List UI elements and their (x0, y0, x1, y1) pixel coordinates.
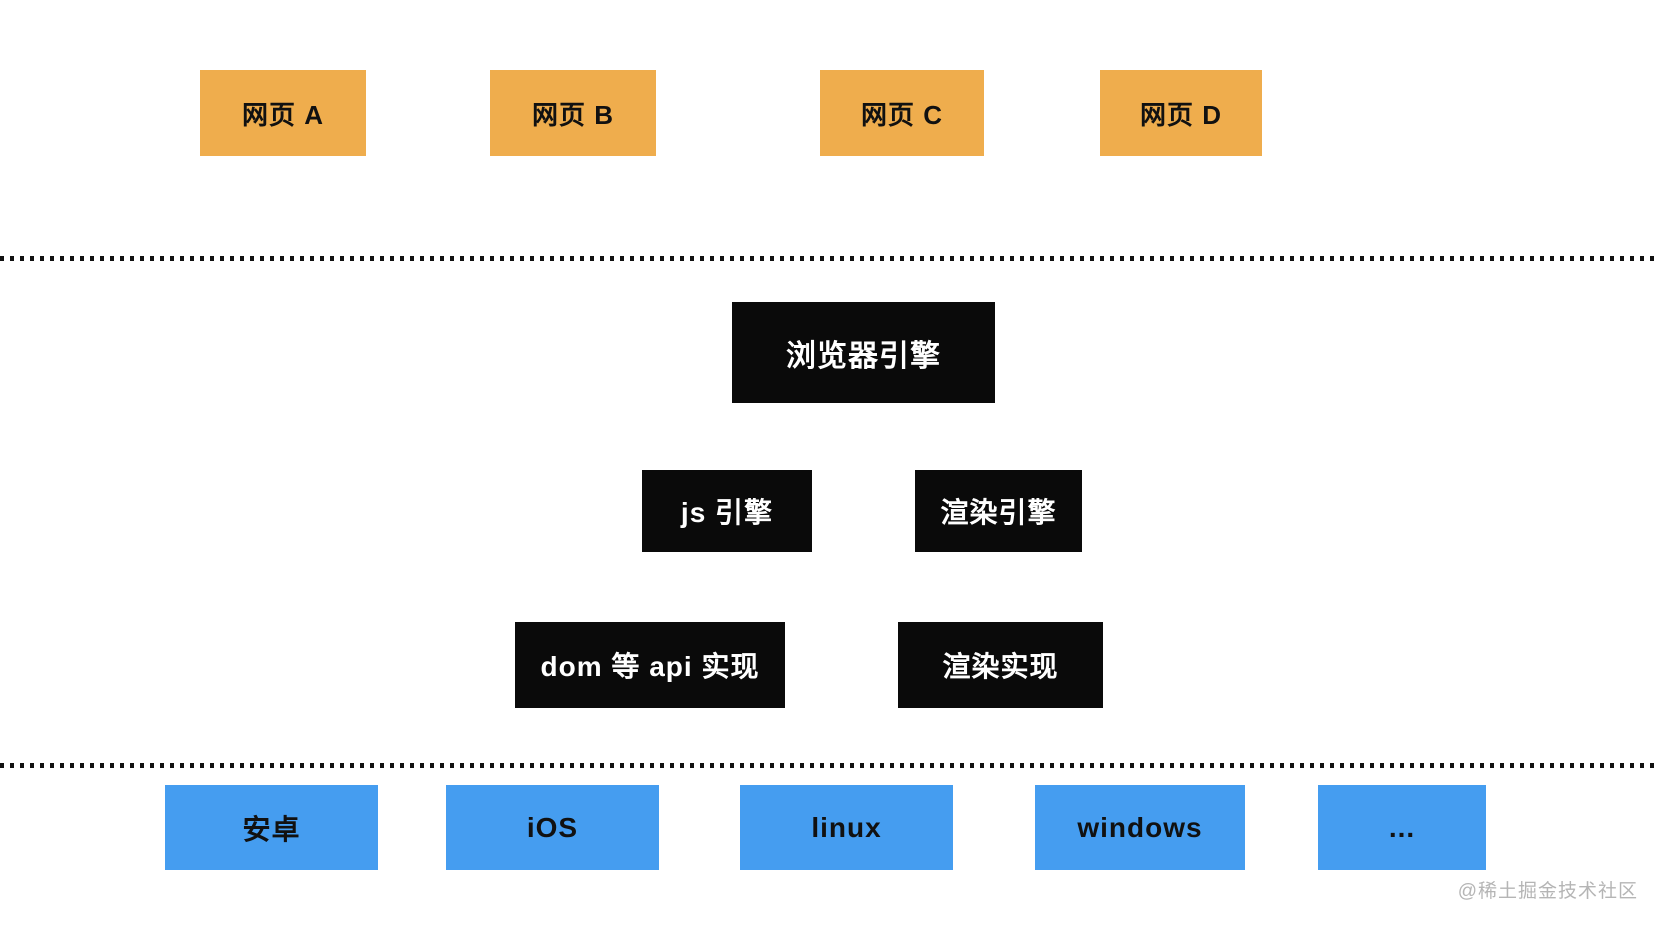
webpage-box-c: 网页 C (820, 70, 984, 156)
webpage-box-d: 网页 D (1100, 70, 1262, 156)
separator-bottom-dotted-line (0, 763, 1656, 768)
os-box-linux: linux (740, 785, 953, 870)
dom-api-implementation-box: dom 等 api 实现 (515, 622, 785, 708)
render-engine-box: 渲染引擎 (915, 470, 1082, 552)
os-box-windows: windows (1035, 785, 1245, 870)
watermark-text: @稀土掘金技术社区 (1457, 881, 1638, 902)
render-implementation-box: 渲染实现 (898, 622, 1103, 708)
webpage-box-b: 网页 B (490, 70, 656, 156)
browser-engine-box: 浏览器引擎 (732, 302, 995, 403)
os-box-ios: iOS (446, 785, 659, 870)
os-box-android: 安卓 (165, 785, 378, 870)
os-box-more: ... (1318, 785, 1486, 870)
separator-top-dotted-line (0, 256, 1656, 261)
js-engine-box: js 引擎 (642, 470, 812, 552)
webpage-box-a: 网页 A (200, 70, 366, 156)
